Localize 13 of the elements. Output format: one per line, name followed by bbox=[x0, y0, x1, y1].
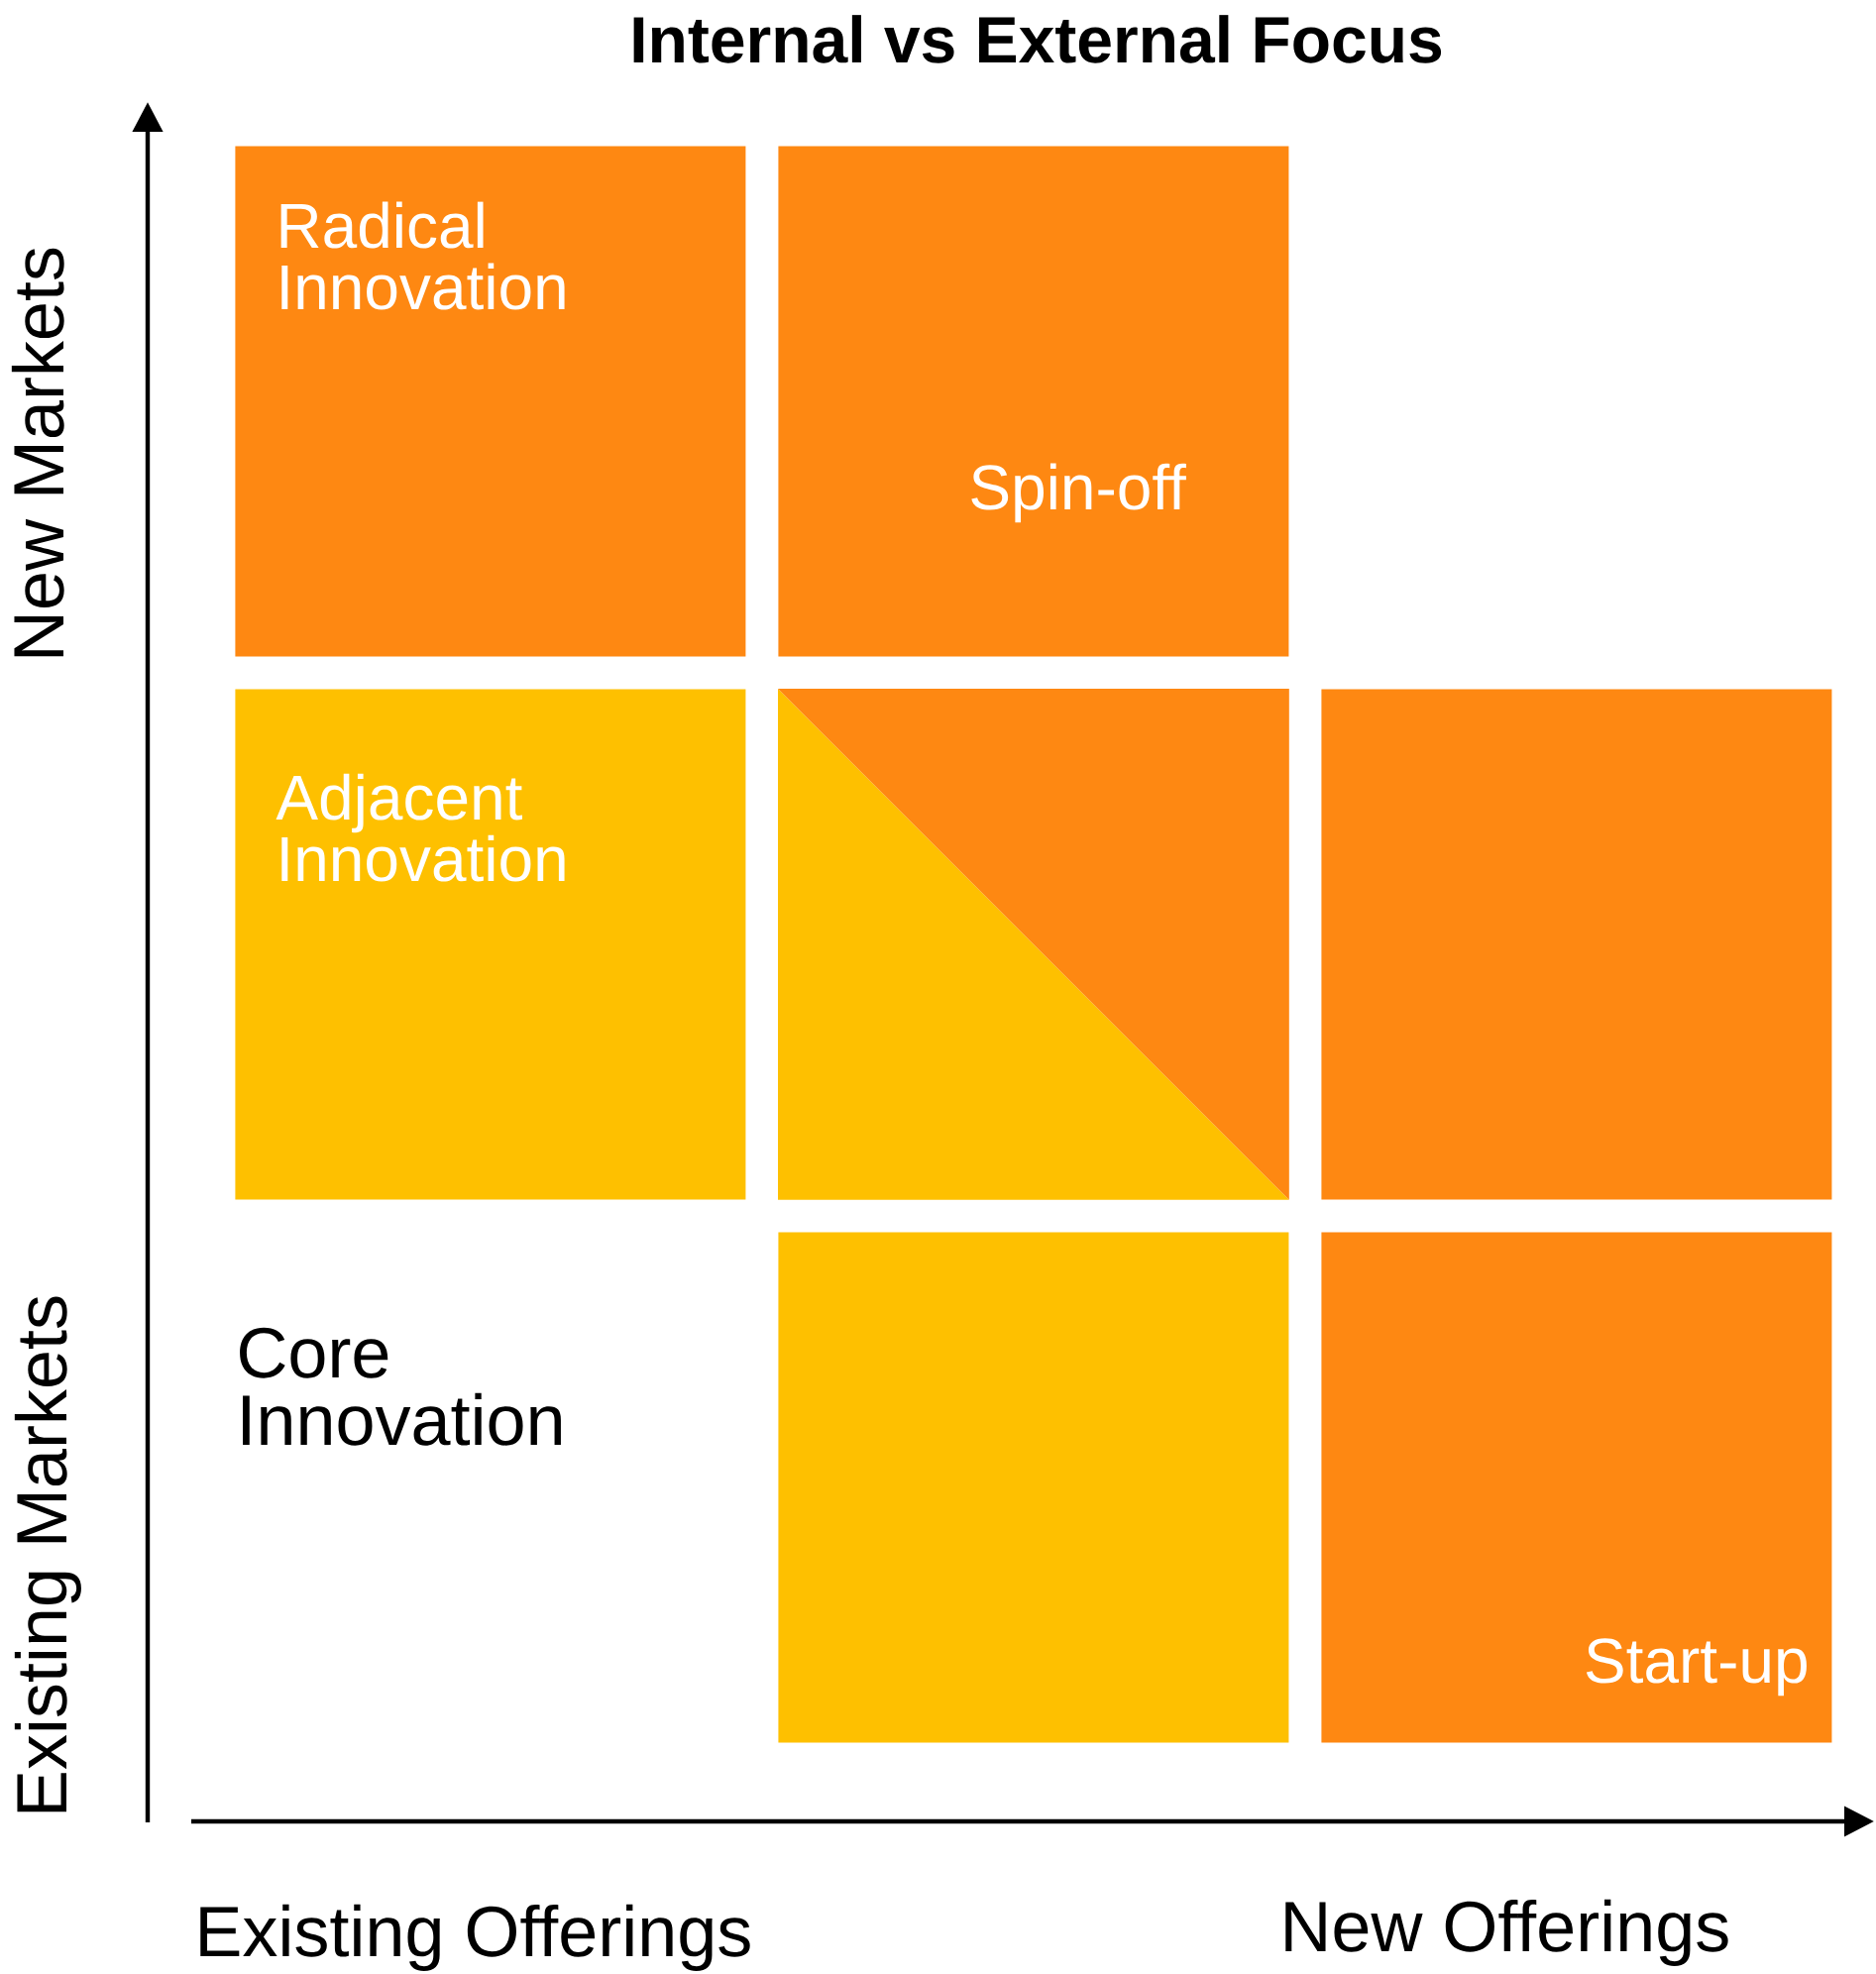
axis-label: Existing Markets bbox=[14, 1296, 81, 1812]
grid-cell: Radical Innovation bbox=[235, 146, 746, 657]
grid-cell: Spin-off bbox=[778, 146, 1289, 657]
title: Internal vs External Focus bbox=[633, 15, 1442, 63]
grid-cell bbox=[778, 1232, 1289, 1743]
grid-cell: Adjacent Innovation bbox=[235, 689, 746, 1200]
grid-cell bbox=[1321, 689, 1832, 1200]
axis-label: Existing Offerings bbox=[200, 1904, 750, 1971]
category-label: Core Innovation bbox=[240, 1327, 561, 1446]
axis-label: New Markets bbox=[11, 248, 64, 657]
axis-label: New Offerings bbox=[1285, 1899, 1728, 1966]
grid-cell: Start-up bbox=[1321, 1232, 1832, 1743]
split-cell bbox=[778, 689, 1289, 1200]
